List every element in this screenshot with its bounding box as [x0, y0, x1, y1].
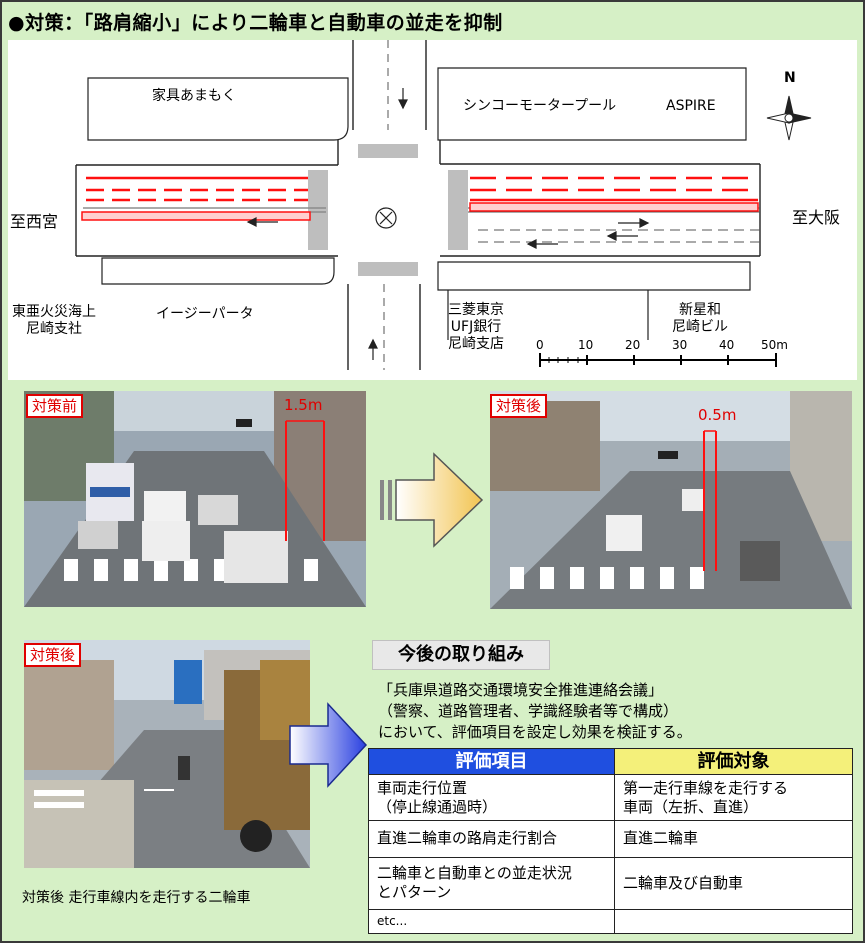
arrow-right-icon	[380, 452, 484, 548]
table-cell: 直進二輪車の路肩走行割合	[368, 820, 615, 858]
photo-after-motorcycle-drawing	[24, 640, 310, 868]
arrow-right-blue-icon	[289, 702, 368, 788]
label-furniture-store: 家具あまもく	[152, 88, 236, 104]
header-evaluation-item: 評価項目	[368, 747, 615, 776]
label-aspire: ASPIRE	[666, 98, 716, 114]
photo-before	[24, 391, 366, 607]
measure-after: 0.5m	[698, 406, 737, 424]
table-cell: 二輪車と自動車との並走状況 とパターン	[368, 856, 615, 910]
table-row: etc...	[368, 908, 853, 935]
measure-before: 1.5m	[284, 396, 323, 414]
label-shin-seiwa: 新星和 尼崎ビル	[672, 302, 728, 335]
future-heading: 今後の取り組み	[372, 640, 550, 670]
label-to-nishinomiya: 至西宮	[10, 212, 59, 231]
scale-tick-50: 50m	[761, 338, 788, 352]
scale-tick-20: 20	[625, 338, 641, 352]
photo-after-motorcycle	[24, 640, 310, 868]
table-row: 二輪車と自動車との並走状況 とパターン 二輪車及び自動車	[368, 856, 853, 910]
north-label: N	[784, 70, 796, 86]
intersection-map: N 家具あまもく シンコーモータープール ASPIRE 至西宮 至大阪 東亜火災…	[8, 40, 857, 380]
label-mitsubishi-ufj: 三菱東京 UFJ銀行 尼崎支店	[448, 302, 504, 352]
table-row: 直進二輪車の路肩走行割合 直進二輪車	[368, 820, 853, 858]
tag-after-2: 対策後	[24, 643, 82, 667]
tag-after: 対策後	[490, 394, 548, 418]
photo-caption: 対策後 走行車線内を走行する二輪車	[22, 890, 251, 906]
future-description: 「兵庫県道路交通環境安全推進連絡会議」 （警察、道路管理者、学識経験者等で構成）…	[378, 681, 692, 741]
table-cell: 直進二輪車	[614, 820, 853, 858]
table-row: 車両走行位置 （停止線通過時） 第一走行車線を走行する 車両（左折、直進）	[368, 774, 853, 822]
scale-tick-40: 40	[719, 338, 735, 352]
photo-after-drawing	[490, 391, 852, 609]
table-cell: 車両走行位置 （停止線通過時）	[368, 774, 615, 822]
table-cell: 第一走行車線を走行する 車両（左折、直進）	[614, 774, 853, 822]
label-toa-kasai: 東亜火災海上 尼崎支社	[12, 304, 96, 337]
scale-tick-0: 0	[536, 338, 544, 352]
evaluation-table: 評価項目 評価対象 車両走行位置 （停止線通過時） 第一走行車線を走行する 車両…	[368, 747, 853, 935]
label-to-osaka: 至大阪	[792, 208, 841, 227]
scale-tick-10: 10	[578, 338, 594, 352]
table-cell: etc...	[368, 908, 615, 935]
photo-before-drawing	[24, 391, 366, 607]
page-title: ●対策：「路肩縮小」により二輪車と自動車の並走を抑制	[8, 12, 503, 34]
photo-after	[490, 391, 852, 609]
map-drawing	[75, 40, 812, 370]
table-cell: 二輪車及び自動車	[614, 856, 853, 910]
evaluation-table-header: 評価項目 評価対象	[368, 747, 853, 776]
header-evaluation-target: 評価対象	[614, 747, 853, 776]
label-easy-parter: イージーパータ	[156, 306, 254, 322]
label-shinko-motor-pool: シンコーモータープール	[463, 98, 617, 114]
tag-before: 対策前	[26, 394, 84, 418]
table-cell	[614, 908, 853, 935]
scale-tick-30: 30	[672, 338, 688, 352]
